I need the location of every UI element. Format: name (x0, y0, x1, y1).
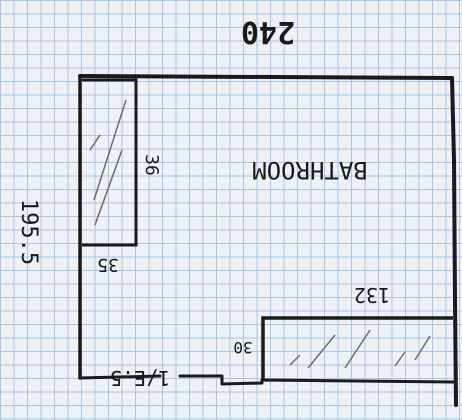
left-cabinet-hatch (89, 99, 127, 226)
room-label: BATHROOM (252, 156, 368, 184)
bottom-counter-width-label: 132 (354, 283, 390, 307)
bottom-counter-outline (261, 316, 453, 380)
right-wall (450, 76, 458, 407)
left-cabinet (82, 78, 138, 247)
bottom-counter (261, 316, 453, 380)
left-cabinet-outline (82, 78, 138, 247)
bottom-counter-hatch (289, 329, 431, 369)
top-wall (78, 74, 454, 80)
left-cabinet-depth-label: 36 (141, 154, 162, 176)
height-dimension-label: 195.5 (16, 199, 41, 265)
bottom-left-note-label: 1/E.5 (110, 366, 170, 390)
bottom-wall (78, 374, 457, 386)
room-walls (78, 74, 458, 407)
width-dimension-label: 240 (241, 14, 295, 49)
bottom-counter-depth-label: 30 (233, 338, 252, 357)
left-cabinet-side-label: 35 (97, 254, 119, 275)
